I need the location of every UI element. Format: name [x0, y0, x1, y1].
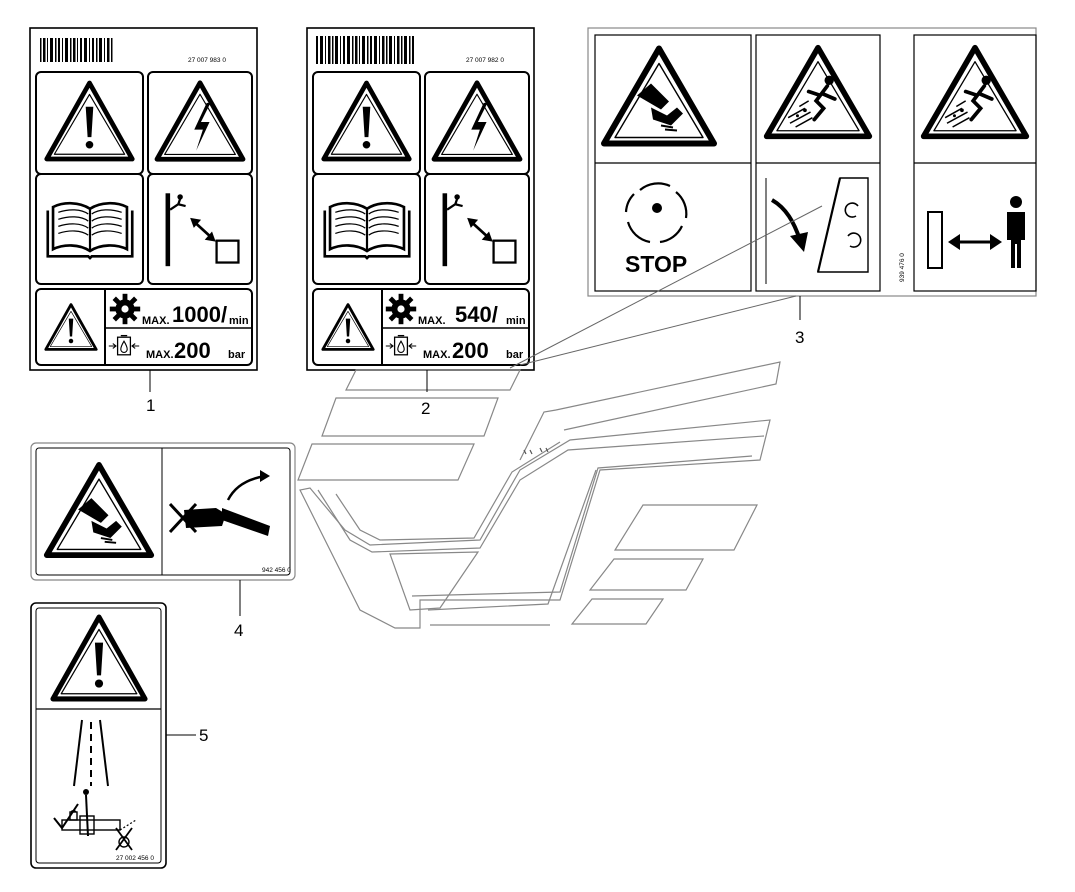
decal-3-part-number: 939 476 0 [899, 253, 906, 282]
callout-4: 4 [234, 621, 243, 640]
rotation-direction-icon [765, 177, 869, 284]
decal-1: 27 007 983 0 MAX. 1000/ min MAX. 200 bar [29, 27, 258, 371]
decal-2-pressure-value: 200 [452, 338, 489, 363]
decal-3: STOP 939 476 0 [587, 27, 1037, 297]
decal-1-pressure-unit: bar [228, 349, 246, 361]
decal-2-pressure-unit: bar [506, 349, 524, 361]
machine-outline [297, 361, 781, 629]
decal-5: 27 002 456 0 [30, 602, 167, 869]
decal-2-part-number: 27 007 982 0 [466, 57, 504, 64]
callout-3: 3 [795, 328, 804, 347]
decal-4-part-number: 942 456 0 [262, 567, 291, 574]
decal-1-speed-unit: min [229, 315, 249, 327]
callout-5: 5 [199, 726, 208, 745]
leader-lines [149, 205, 823, 736]
rotating-stop-icon [624, 182, 688, 244]
decal-1-part-number: 27 007 983 0 [188, 57, 226, 64]
decal-2-speed-prefix: MAX. [418, 315, 446, 327]
decal-5-part-number: 27 002 456 0 [116, 855, 154, 862]
lock-lever-icon [53, 789, 137, 851]
callout-1: 1 [146, 396, 155, 415]
stop-text: STOP [625, 251, 687, 277]
barcode-icon [40, 38, 113, 62]
keep-distance-icon [927, 196, 1025, 269]
decal-2-pressure-prefix: MAX. [423, 349, 451, 361]
callout-2: 2 [421, 399, 430, 418]
decal-2-speed-value: 540/ [455, 302, 498, 327]
decal-1-speed-prefix: MAX. [142, 315, 170, 327]
gear-icon [109, 293, 141, 325]
decal-1-pressure-prefix: MAX. [146, 349, 174, 361]
decal-2: 27 007 982 0 MAX. 540/ min MAX. 200 bar [306, 27, 535, 371]
decal-1-speed-value: 1000/ [172, 302, 227, 327]
decal-4: 942 456 0 [30, 442, 296, 581]
barcode-icon [316, 36, 414, 64]
decal-2-speed-unit: min [506, 315, 526, 327]
road-lane-icon [73, 719, 109, 787]
no-hand-icon [168, 470, 270, 536]
gear-icon [385, 293, 417, 325]
decal-1-pressure-value: 200 [174, 338, 211, 363]
